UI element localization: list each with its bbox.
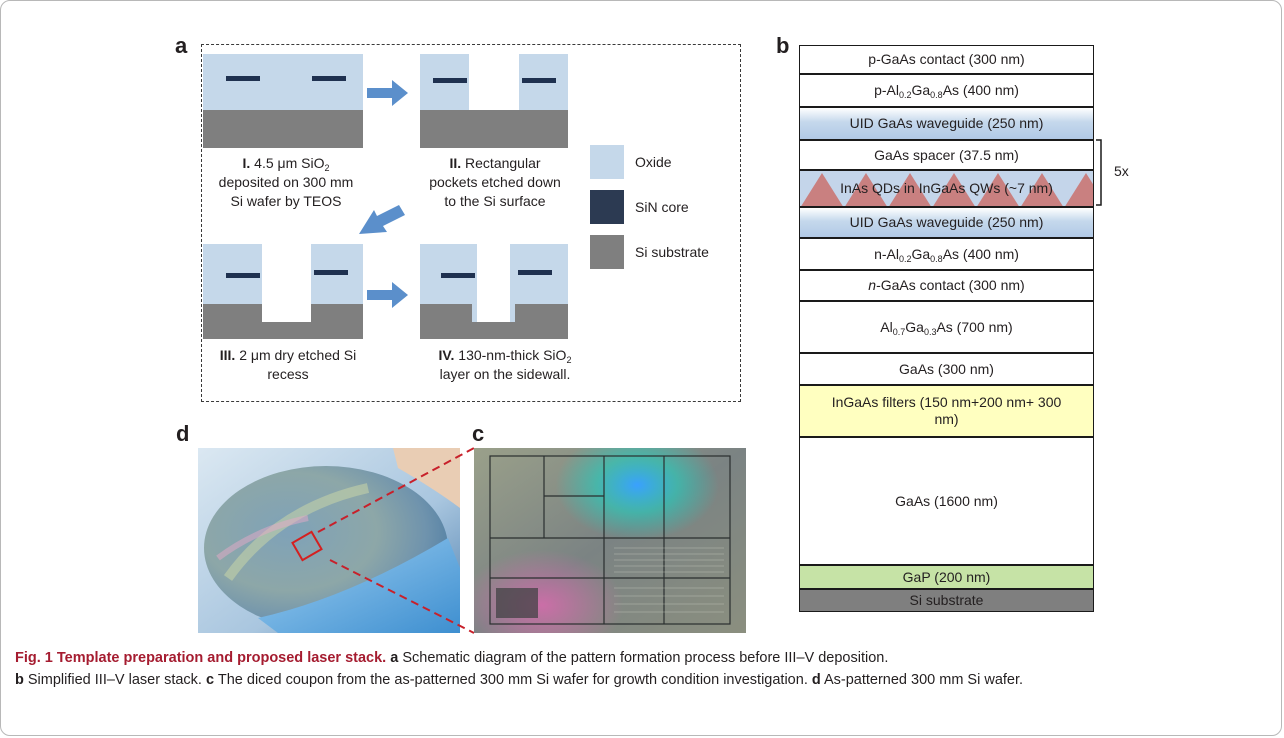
si-substrate	[203, 110, 363, 148]
stack-layer: n-GaAs contact (300 nm)	[799, 270, 1094, 301]
legend-label-oxide: Oxide	[635, 154, 672, 170]
figure-caption: Fig. 1 Template preparation and proposed…	[15, 650, 1024, 688]
step-3-diagram	[203, 244, 363, 339]
panel-b-label: b	[776, 33, 790, 58]
legend-swatch-sin-core	[590, 190, 624, 224]
step-2-caption: II. Rectangular pockets etched down to t…	[429, 155, 561, 209]
repeat-label: 5x	[1114, 163, 1129, 179]
repeat-bracket	[1096, 139, 1102, 206]
stack-layer: p-Al0.2Ga0.8As (400 nm)	[799, 74, 1094, 107]
stack-layer: n-Al0.2Ga0.8As (400 nm)	[799, 238, 1094, 270]
step-1-caption: I. 4.5 μm SiO2 deposited on 300 mm Si wa…	[218, 155, 354, 209]
panel-a-schematic	[203, 54, 568, 339]
oxide-layer	[203, 54, 363, 110]
legend-label-si-substrate: Si substrate	[635, 244, 709, 260]
coupon-photo	[474, 448, 746, 633]
legend-swatch-si-substrate	[590, 235, 624, 269]
stack-layer: Al0.7Ga0.3As (700 nm)	[799, 301, 1094, 353]
step-4-caption: IV. 130-nm-thick SiO2 layer on the sidew…	[438, 347, 572, 382]
quantum-dot-triangles	[801, 173, 1093, 206]
panel-d-label: d	[176, 421, 190, 446]
panel-c-label: c	[472, 421, 485, 446]
stack-layer-si-substrate: Si substrate	[799, 589, 1094, 612]
stack-layer: p-GaAs contact (300 nm)	[799, 45, 1094, 74]
panel-a-dashed-border	[201, 44, 741, 402]
process-arrow	[367, 80, 408, 106]
stack-layer: GaAs spacer (37.5 nm)	[799, 140, 1094, 170]
legend-label-sin-core: SiN core	[635, 199, 689, 215]
stack-layer: GaAs (300 nm)	[799, 353, 1094, 385]
process-arrow	[359, 205, 405, 234]
step-2-diagram	[420, 54, 568, 148]
step-1-diagram	[203, 54, 363, 148]
sin-core	[226, 76, 260, 81]
process-arrow	[367, 282, 408, 308]
panel-a-label: a	[175, 33, 188, 58]
step-3-caption: III. 2 μm dry etched Si recess	[219, 347, 357, 382]
sin-core	[312, 76, 346, 81]
stack-layer-quantum-dots: InAs QDs in InGaAs QWs (~7 nm)	[799, 170, 1094, 207]
step-4-diagram	[420, 244, 568, 339]
legend-swatch-oxide	[590, 145, 624, 179]
stack-layer-gap: GaP (200 nm)	[799, 565, 1094, 589]
stack-layer-filters: InGaAs filters (150 nm+200 nm+ 300 nm)	[799, 385, 1094, 437]
stack-layer-waveguide: UID GaAs waveguide (250 nm)	[799, 107, 1094, 140]
stack-layer-waveguide: UID GaAs waveguide (250 nm)	[799, 207, 1094, 238]
stack-layer: GaAs (1600 nm)	[799, 437, 1094, 565]
